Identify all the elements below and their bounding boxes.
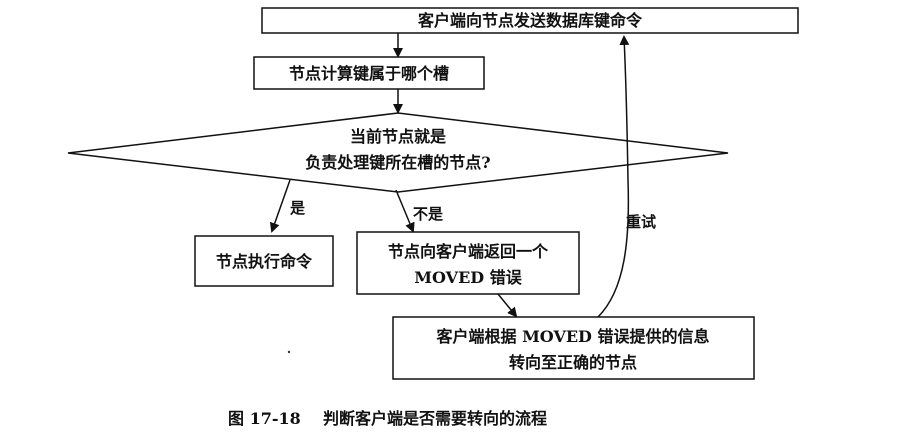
node-execute-label: 节点执行命令 — [216, 252, 313, 271]
edge-yes-label: 是 — [289, 199, 306, 217]
node-compute-slot: 节点计算键属于哪个槽 — [253, 56, 485, 90]
edge-retry — [597, 35, 630, 318]
edge-moved-to-redirect — [497, 293, 518, 318]
edge-no — [395, 189, 415, 233]
node-send-command: 客户端向节点发送数据库键命令 — [261, 7, 799, 34]
node-redirect-line2: 转向至正确的节点 — [509, 353, 637, 372]
node-compute-slot-label: 节点计算键属于哪个槽 — [289, 64, 449, 83]
node-return-moved-line1: 节点向客户端返回一个 — [388, 242, 549, 261]
edge-yes — [269, 179, 291, 233]
node-redirect: 客户端根据 MOVED 错误提供的信息 转向至正确的节点 — [392, 316, 755, 380]
node-return-moved: 节点向客户端返回一个 MOVED 错误 — [356, 231, 580, 295]
figure-caption: 图 17-18 判断客户端是否需要转向的流程 — [228, 409, 547, 428]
node-return-moved-line2: MOVED 错误 — [414, 268, 522, 287]
node-decision: 当前节点就是 负责处理键所在槽的节点? — [67, 112, 729, 193]
node-decision-line2: 负责处理键所在槽的节点? — [305, 153, 490, 172]
scan-dot — [287, 350, 291, 354]
node-redirect-line1: 客户端根据 MOVED 错误提供的信息 — [437, 327, 710, 346]
node-execute: 节点执行命令 — [194, 235, 334, 287]
edge-no-label: 不是 — [413, 205, 444, 223]
node-decision-line1: 当前节点就是 — [350, 127, 446, 146]
edge-retry-label: 重试 — [626, 213, 656, 231]
node-send-command-label: 客户端向节点发送数据库键命令 — [418, 11, 643, 30]
